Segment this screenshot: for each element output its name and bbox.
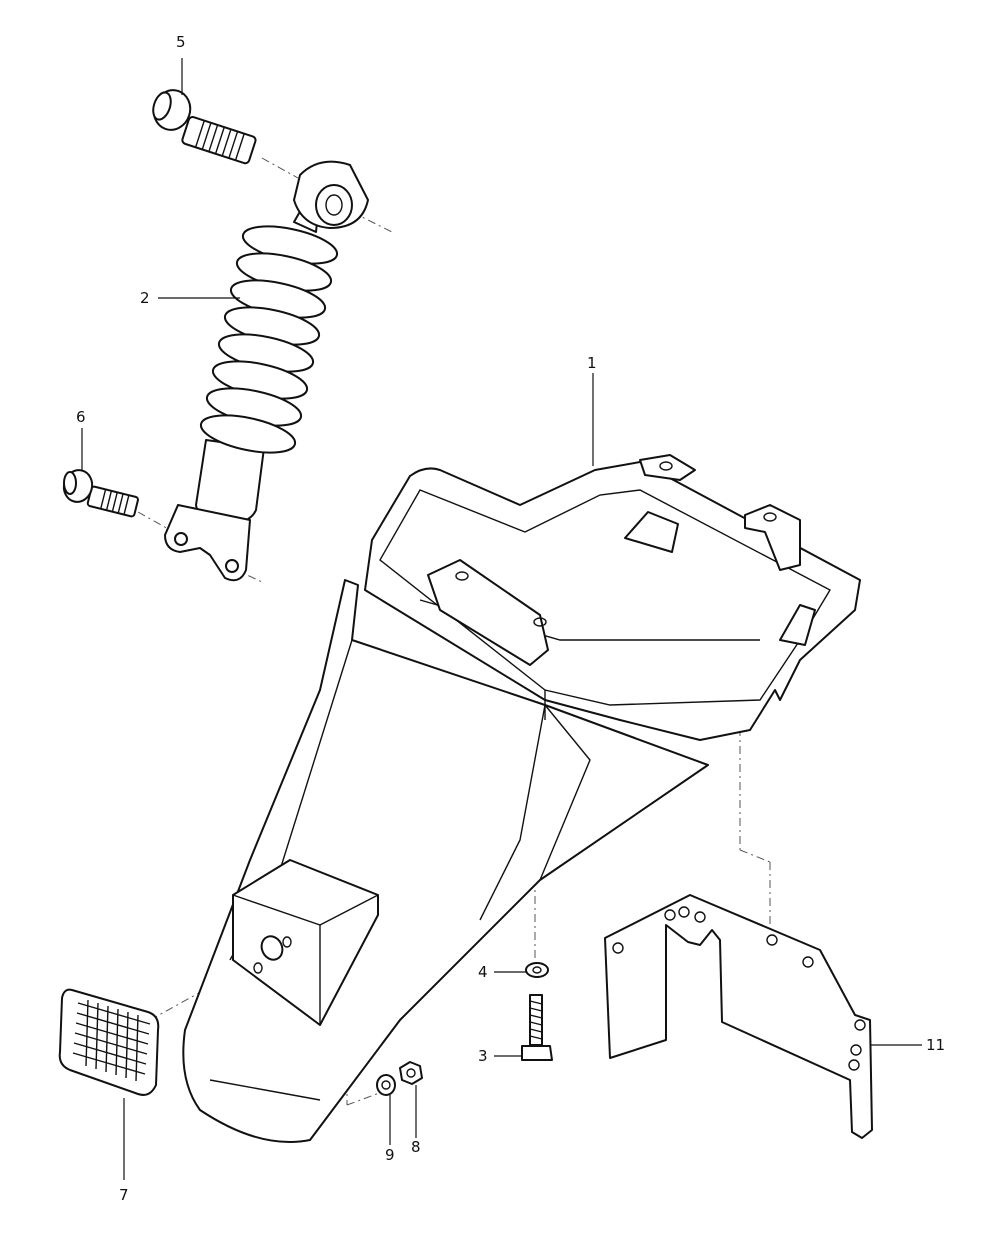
license-bracket bbox=[604, 894, 873, 1139]
washer-9 bbox=[376, 1074, 396, 1096]
callout-5: 5 bbox=[176, 33, 186, 51]
reflector bbox=[58, 988, 160, 1096]
callout-7: 7 bbox=[119, 1186, 129, 1204]
callout-6: 6 bbox=[76, 408, 86, 426]
leader-lines bbox=[81, 58, 922, 1180]
callout-4: 4 bbox=[478, 963, 488, 981]
callout-9: 9 bbox=[385, 1146, 395, 1164]
hex-screw-3 bbox=[521, 994, 553, 1061]
callout-numbers: 1 2 3 4 5 6 7 8 9 11 bbox=[76, 33, 945, 1204]
washer-4 bbox=[525, 962, 549, 978]
callout-11: 11 bbox=[926, 1036, 945, 1054]
bolt-lower bbox=[62, 469, 139, 518]
callout-8: 8 bbox=[411, 1138, 421, 1156]
rear-fender bbox=[182, 454, 861, 1143]
callout-3: 3 bbox=[478, 1047, 488, 1065]
nut-8 bbox=[399, 1061, 423, 1085]
callout-2: 2 bbox=[140, 289, 150, 307]
bolt-upper bbox=[152, 89, 257, 165]
callout-1: 1 bbox=[587, 354, 597, 372]
spring-coils bbox=[199, 225, 339, 454]
shock-absorber bbox=[164, 160, 369, 582]
